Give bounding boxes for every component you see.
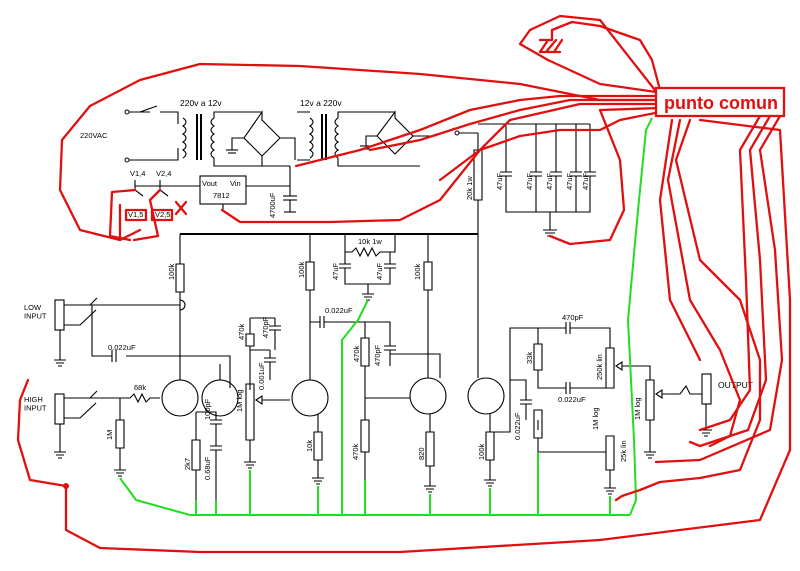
transformer-2 (297, 111, 420, 167)
reg-vout-label: Vout (202, 179, 218, 188)
ground-bus (119, 477, 630, 516)
filter-cap-2-label: 47uF (545, 172, 554, 190)
tube-v1a (161, 379, 199, 417)
high-input-jack[interactable] (54, 393, 65, 425)
transformer-1 (182, 111, 290, 167)
pot-250k-label: 250k lin (595, 354, 604, 380)
pot-1m-log-2-label: 1M log (591, 407, 600, 430)
power-supply: Vout Vin 7812 4700uF V1,4 V2,4 V1,5 V2,5… (80, 98, 596, 237)
r-plate-3-label: 100k (413, 263, 422, 280)
filter-cap-1-label: 47uF (525, 172, 534, 190)
tone-stack: 0.022uF 470pF 33k 0.022uF 250k lin 1M lo… (510, 313, 640, 495)
heater-wiring: V1,4 V2,4 V1,5 V2,5 (128, 169, 188, 219)
red-ground-wiring: punto comun (16, 14, 792, 554)
tube-v1c (467, 377, 505, 415)
c-470pf-1-label: 470pF (261, 316, 270, 338)
reg-vin-label: Vin (230, 179, 241, 188)
tube-v2a (291, 379, 329, 417)
master-output: 1M log OUTPUT (633, 365, 753, 459)
r-plate-1-label: 100k (167, 263, 176, 280)
filter-resistor-label: 20k 1w (465, 176, 474, 200)
r-cath-1-label: 2k7 (183, 458, 192, 470)
regulator-label: 7812 (213, 191, 230, 200)
r-cath-2-label: 10k (305, 440, 314, 452)
cut-mark (174, 200, 188, 216)
heater-v14-label: V1,4 (130, 169, 145, 178)
r-input-label: 1M (105, 430, 114, 440)
r-470k-3-label: 470k (351, 443, 360, 460)
ground-bus-return (627, 117, 653, 516)
c-470pf-2-label: 470pF (373, 344, 382, 366)
filter-cap-bank: 47uF 47uF 47uF 47uF 47uF (495, 124, 596, 237)
stage-2: 470k 470pF 0.001uF 1M log 100k 0.022uF 1… (235, 234, 353, 485)
r-33k-label: 33k (525, 352, 534, 364)
r-470k-1-label: 470k (237, 323, 246, 340)
c-cath-1b-label: 0.68uF (203, 456, 212, 480)
c-tone-1-label: 0.022uF (513, 412, 522, 440)
cathode-follower: 100k (467, 234, 538, 487)
r-10k1w-label: 10k 1w (358, 237, 382, 246)
bridge-rectifier-1 (226, 110, 296, 166)
filter-cap-4-label: 47uF (581, 172, 590, 190)
c-47uf-a-label: 47uF (331, 262, 340, 280)
transformer-2-label: 12v a 220v (300, 98, 342, 108)
c-bright-label: 0.022uF (108, 343, 136, 352)
c-cath-1-label: 100pF (203, 398, 212, 420)
star-ground-label: punto comun (664, 93, 778, 113)
filter-cap-3-label: 47uF (565, 172, 574, 190)
reg-cap-label: 4700uF (268, 192, 277, 218)
r-820-label: 820 (417, 447, 426, 460)
regulator-7812: Vout Vin 7812 4700uF (175, 166, 297, 218)
c-coup-2-label: 0.022uF (325, 306, 353, 315)
r-grid-label: 68k (134, 383, 146, 392)
output-label: OUTPUT (718, 380, 753, 390)
r-470k-2-label: 470k (352, 345, 361, 362)
tube-v2b (409, 377, 447, 415)
heater-v15-label: V1,5 (128, 210, 143, 219)
heater-v25-label: V2,5 (155, 210, 170, 219)
c-470pf-3-label: 470pF (562, 313, 584, 322)
c-tone-2-label: 0.022uF (558, 395, 586, 404)
star-ground-box (654, 86, 786, 118)
r-plate-2-label: 100k (297, 261, 306, 278)
c-0001-label: 0.001uF (257, 362, 266, 390)
output-jack[interactable] (701, 373, 712, 405)
pot-1m-log-label: 1M log (235, 389, 244, 412)
r-100k-out-label: 100k (477, 443, 486, 460)
decouple-network: 10k 1w 47uF 47uF (330, 233, 396, 301)
mains-label: 220VAC (80, 131, 108, 140)
c-47uf-b-label: 47uF (375, 262, 384, 280)
pot-25k-label: 25k lin (619, 440, 628, 462)
stage-3: 470k 470pF 470k 100k 820 (345, 234, 447, 493)
low-input-jack[interactable] (54, 299, 65, 331)
heater-v24-label: V2,4 (156, 169, 171, 178)
transformer-1-label: 220v a 12v (180, 98, 222, 108)
filter-cap-0-label: 47uF (495, 172, 504, 190)
pot-master-label: 1M log (633, 397, 642, 420)
